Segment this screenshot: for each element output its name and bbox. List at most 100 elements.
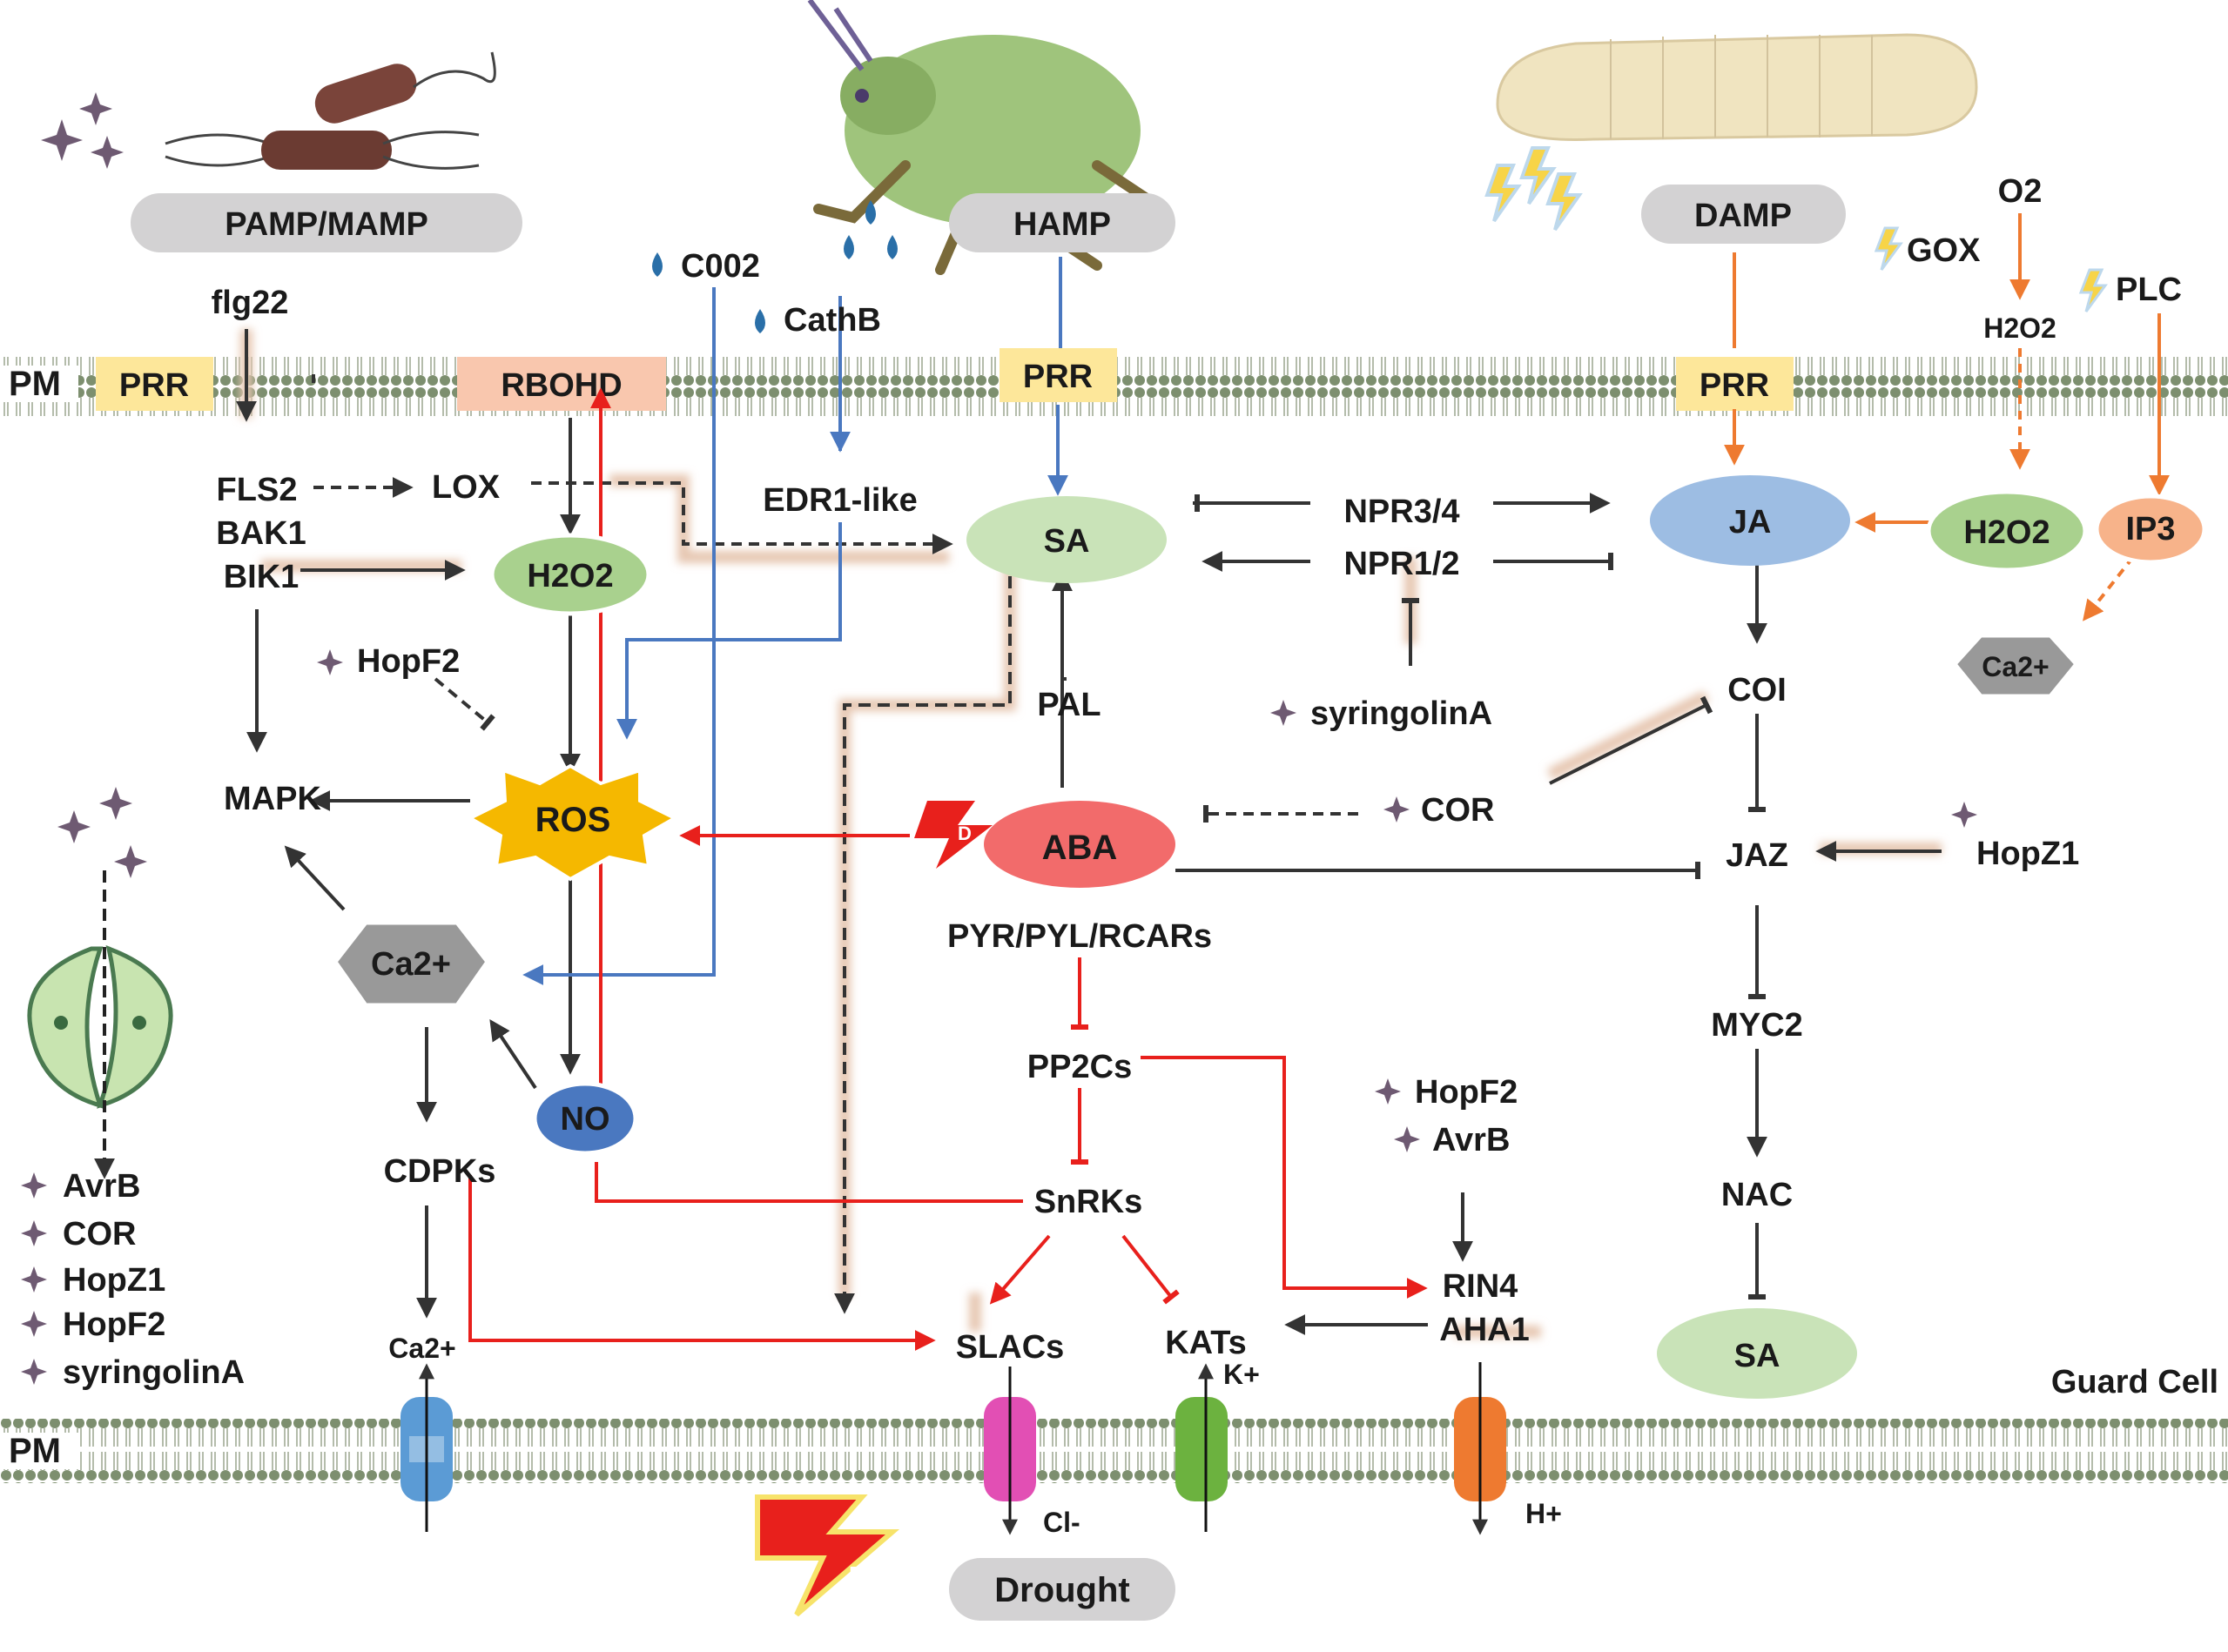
effector-list: AvrB COR HopZ1 HopF2 syringolinA [21, 1168, 245, 1391]
drop-icon [755, 309, 765, 333]
calcium-channel [401, 1363, 453, 1532]
hamp-label: HAMP [1013, 206, 1111, 243]
avrb-right-label: AvrB [1432, 1122, 1510, 1158]
bacteria-icon [165, 51, 496, 170]
npr12-label: NPR1/2 [1343, 546, 1459, 582]
aba-node: ABA [984, 801, 1175, 888]
c002-label: C002 [681, 248, 760, 285]
cor-item: COR [1383, 792, 1494, 829]
effector-star-icon [317, 649, 343, 675]
no-label: NO [561, 1101, 610, 1138]
slac-channel [984, 1367, 1036, 1535]
stomata-guard-cell-icon [27, 945, 173, 1109]
aha1-label: AHA1 [1439, 1312, 1529, 1348]
effector-label: AvrB [63, 1168, 140, 1205]
effector-star-icon [21, 1220, 47, 1246]
red-arrows [468, 387, 1428, 1351]
blue-arrows [522, 257, 1068, 985]
effector-star-icon [1951, 802, 1977, 828]
drop-icon [652, 252, 663, 277]
avrb-right-item: AvrB [1394, 1122, 1510, 1158]
proton-label: H+ [1525, 1498, 1562, 1529]
fls2-label: FLS2 [217, 472, 298, 508]
myc2-label: MYC2 [1711, 1007, 1803, 1044]
pm-label-bottom: PM [9, 1432, 61, 1470]
sa-bottom-label: SA [1734, 1338, 1780, 1374]
effector-star-icon [21, 1311, 47, 1337]
npr34-label: NPR3/4 [1343, 494, 1459, 530]
drought-label: Drought [994, 1571, 1130, 1609]
cor-label: COR [1421, 792, 1494, 829]
h2o2-node-right: H2O2 [1926, 489, 2088, 573]
ip3-label: IP3 [2125, 511, 2175, 547]
kats-label: KATs [1165, 1325, 1247, 1361]
hopf2-left-label: HopF2 [357, 643, 460, 680]
effector-label: HopF2 [63, 1306, 165, 1343]
orange-arrows [1724, 213, 2170, 621]
caterpillar-icon [1496, 33, 1978, 141]
effector-item: AvrB [21, 1168, 140, 1205]
edr1-like-label: EDR1-like [763, 482, 917, 519]
guard-cell-sparkles-icon [57, 787, 147, 878]
syringolin-label: syringolinA [1310, 695, 1492, 732]
jaz-label: JAZ [1726, 837, 1788, 874]
rbohd-box: RBOHD [457, 357, 666, 411]
calcium-channel-label: Ca2+ [388, 1333, 455, 1364]
effector-star-icon [1394, 1126, 1420, 1152]
ros-label: ROS [535, 801, 611, 839]
snrks-label: SnRKs [1034, 1184, 1143, 1220]
o2-label: O2 [1998, 173, 2043, 210]
sa-node-top: SA [966, 496, 1167, 583]
effector-item: syringolinA [21, 1354, 245, 1391]
pp2cs-label: PP2Cs [1027, 1049, 1132, 1085]
effector-label: COR [63, 1216, 136, 1252]
prr-receptor-left: PRR [96, 357, 213, 411]
coi-label: COI [1727, 672, 1787, 708]
nac-label: NAC [1721, 1177, 1793, 1213]
aba-badge-label: D [958, 823, 972, 844]
c002-item: C002 [652, 248, 760, 285]
h2o2-node-left: H2O2 [489, 533, 651, 616]
cdpks-label: CDPKs [384, 1153, 496, 1190]
effector-item: HopZ1 [21, 1262, 165, 1299]
pamp-mamp-label: PAMP/MAMP [225, 206, 428, 243]
guard-cell-label: Guard Cell [2051, 1364, 2218, 1400]
ros-node: ROS [466, 763, 679, 882]
rbohd-label: RBOHD [501, 367, 622, 404]
cathb-item: CathB [755, 302, 881, 339]
h2o2-right-label: H2O2 [1963, 514, 2050, 551]
aphid-icon [807, 0, 1154, 275]
aba-drought-bolt-icon: D [914, 801, 993, 869]
calcium-node-right: Ca2+ [1951, 633, 2080, 699]
hamp-pill: HAMP [949, 193, 1175, 252]
effector-label: syringolinA [63, 1354, 245, 1391]
effector-star-icon [1375, 1078, 1401, 1105]
no-node: NO [532, 1081, 638, 1156]
lox-label: LOX [432, 469, 501, 506]
effector-star-icon [1270, 700, 1296, 726]
ja-node: JA [1650, 475, 1850, 566]
gox-label: GOX [1907, 232, 1981, 269]
calcium-right-label: Ca2+ [1982, 651, 2049, 682]
slacs-label: SLACs [956, 1329, 1065, 1366]
effector-item: HopF2 [21, 1306, 165, 1343]
prr-left-label: PRR [119, 367, 189, 404]
rin4-label: RIN4 [1443, 1268, 1518, 1305]
drought-pill: Drought [949, 1558, 1175, 1621]
ip3-node: IP3 [2094, 494, 2207, 565]
drought-badge-label: D [849, 1561, 865, 1588]
prr-center-label: PRR [1023, 359, 1093, 395]
effector-star-icon [21, 1359, 47, 1385]
pal-label: PAL [1037, 687, 1101, 723]
dark-arrows [236, 329, 1942, 1335]
hopf2-right-item: HopF2 [1375, 1074, 1518, 1111]
prr-right-label: PRR [1700, 367, 1769, 404]
bak1-label: BAK1 [216, 515, 306, 552]
mapk-label: MAPK [224, 781, 321, 817]
prr-receptor-center: PRR [1000, 348, 1117, 402]
effector-star-icon [1383, 796, 1410, 823]
ja-label: JA [1729, 504, 1772, 541]
gox-bolt-icon [1874, 226, 1903, 271]
kat-channel [1175, 1363, 1228, 1532]
syringolin-item: syringolinA [1270, 695, 1492, 732]
